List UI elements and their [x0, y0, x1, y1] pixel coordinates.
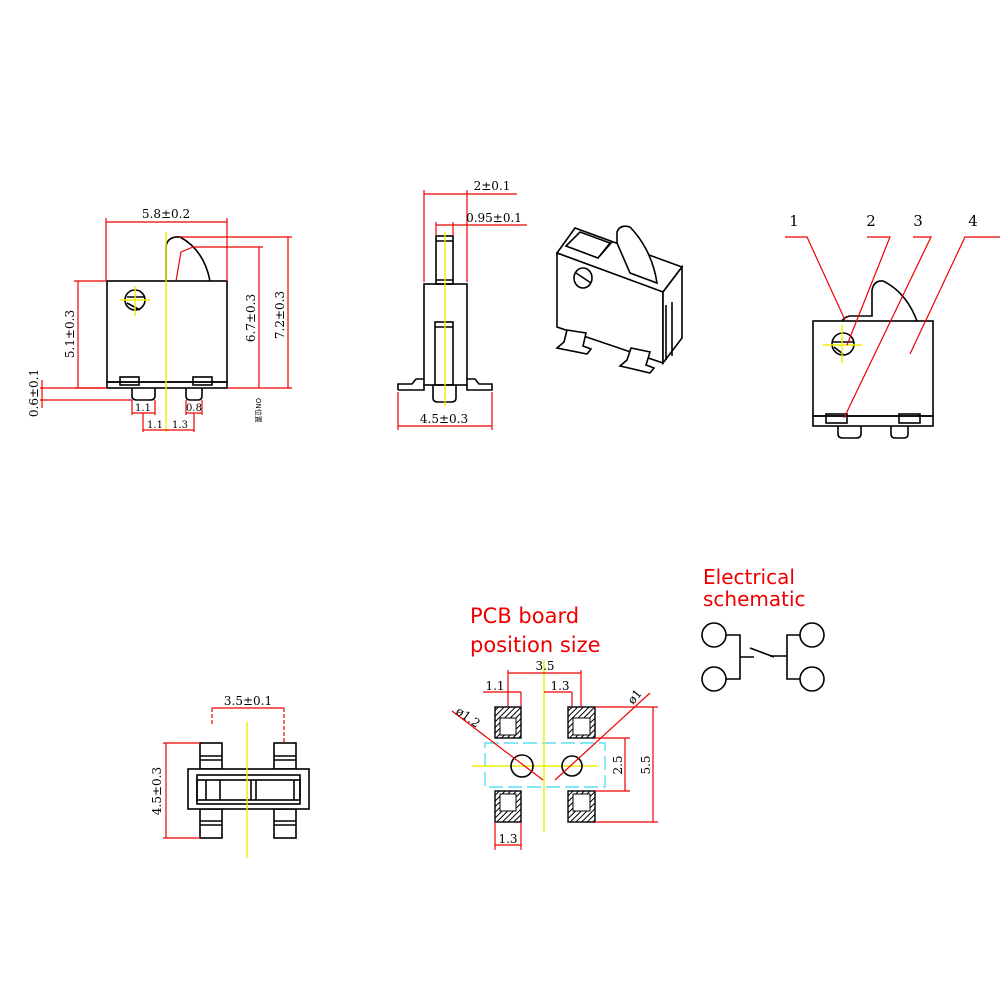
left-offset: 1.1 — [147, 420, 163, 431]
width-dimension: 5.8±0.2 — [142, 207, 190, 221]
pin-height-dimension: 0.6±0.1 — [27, 369, 41, 417]
bottom-view: 3.5±0.1 4.5±0.3 — [150, 694, 310, 858]
left-offset-dimension: 1.1 — [485, 679, 504, 693]
pin-pitch-dimension: 3.5±0.1 — [224, 694, 272, 708]
hole-small — [561, 755, 583, 777]
isometric-view — [555, 225, 684, 374]
part-label-1: 1 — [789, 212, 799, 230]
numbered-parts-view: 1 2 3 4 — [785, 212, 1000, 439]
top-width-dimension: 2±0.1 — [474, 179, 511, 193]
side-view: 2±0.1 0.95±0.1 4.5±0.3 — [397, 179, 527, 430]
pcb-layout: PCB board position size ø1.2 ø1 3.5 — [451, 604, 658, 850]
terminal-icon — [799, 666, 825, 692]
hole-small-dimension: ø1 — [625, 687, 645, 707]
base-width-dimension: 4.5±0.3 — [420, 412, 468, 426]
terminal-icon — [701, 666, 727, 692]
terminal-icon — [701, 622, 727, 648]
hole-large — [510, 754, 534, 778]
part-label-2: 2 — [866, 212, 876, 230]
terminal-icon — [799, 622, 825, 648]
schematic-title-line2: schematic — [703, 587, 806, 611]
pad-width-dimension: 1.3 — [498, 832, 517, 846]
front-view: 5.8±0.2 7.2±0.3 6.7±0.3 5.1±0.3 0.6±0.1 … — [27, 207, 292, 432]
pcb-title-line2: position size — [470, 633, 601, 657]
body-height-dimension: 5.1±0.3 — [63, 310, 77, 358]
outer-spacing-dimension: 5.5 — [639, 755, 653, 774]
part-label-4: 4 — [968, 212, 978, 230]
component-outline — [484, 742, 606, 788]
electrical-schematic: Electrical schematic — [701, 565, 825, 692]
schematic-title-line1: Electrical — [703, 565, 795, 589]
pin-left-width: 1.1 — [135, 403, 151, 414]
inner-spacing-dimension: 2.5 — [611, 755, 625, 774]
part-label-3: 3 — [913, 212, 923, 230]
hole-large-dimension: ø1.2 — [453, 704, 483, 731]
on-position-note: ON位置 — [254, 398, 263, 423]
right-offset-dimension: 1.3 — [550, 679, 569, 693]
pitch-dimension: 3.5 — [535, 659, 554, 673]
right-offset: 1.3 — [172, 420, 188, 431]
base-strip — [106, 381, 228, 389]
on-height-dimension: 6.7±0.3 — [244, 294, 258, 342]
pin-right-width: 0.8 — [186, 403, 202, 414]
stem-width-dimension: 0.95±0.1 — [466, 211, 522, 225]
screw-icon — [573, 267, 593, 289]
length-dimension: 4.5±0.3 — [150, 767, 164, 815]
lever-outline — [165, 236, 211, 282]
pcb-pads — [494, 706, 596, 823]
total-height-dimension: 7.2±0.3 — [273, 291, 287, 339]
pcb-title-line1: PCB board — [470, 604, 579, 628]
